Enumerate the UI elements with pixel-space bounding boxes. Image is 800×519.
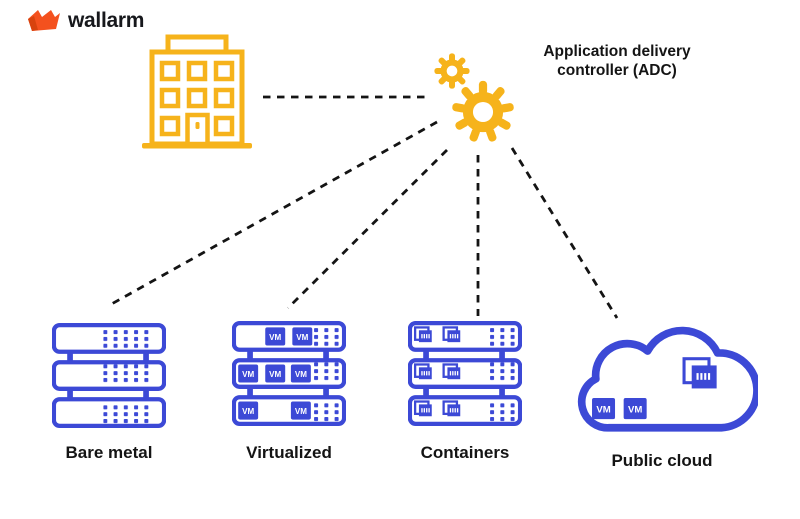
connector-adc-virtualized	[287, 149, 448, 309]
wallarm-logo-icon	[28, 10, 60, 31]
brand-name: wallarm	[68, 9, 145, 32]
building-icon	[142, 34, 252, 149]
svg-text:VM: VM	[296, 333, 308, 342]
svg-text:VM: VM	[242, 407, 254, 416]
container-badges	[413, 326, 461, 417]
containers-icon	[408, 321, 522, 426]
svg-text:VM: VM	[269, 333, 281, 342]
svg-text:VM: VM	[295, 370, 307, 379]
gear-large-icon	[452, 80, 514, 142]
vm-badges: VM VM VM VM VM VM VM	[238, 327, 313, 420]
svg-text:VM: VM	[295, 407, 307, 416]
public-cloud-label: Public cloud	[611, 451, 713, 470]
svg-text:VM: VM	[242, 370, 254, 379]
gear-small-icon	[434, 53, 470, 89]
connector-adc-public-cloud	[510, 147, 619, 319]
brand: wallarm	[26, 8, 144, 34]
cloud-vm-badges: VM VM	[592, 398, 647, 420]
virtualized-icon: VM VM VM VM VM VM VM	[232, 321, 346, 426]
adc-label: Application delivery controller (ADC)	[526, 42, 708, 80]
bare-metal-icon	[52, 323, 166, 428]
containers-label: Containers	[420, 443, 510, 462]
svg-text:VM: VM	[269, 370, 281, 379]
bare-metal-label: Bare metal	[65, 443, 153, 462]
adc-label-line2: controller (ADC)	[557, 62, 677, 79]
public-cloud-icon: VM VM	[577, 326, 758, 432]
adc-label-line1: Application delivery	[543, 43, 691, 60]
svg-text:VM: VM	[628, 404, 642, 415]
svg-text:VM: VM	[596, 404, 610, 415]
virtualized-label: Virtualized	[246, 443, 332, 462]
cloud-container-badge	[682, 357, 717, 389]
connector-adc-bare-metal	[107, 120, 438, 308]
